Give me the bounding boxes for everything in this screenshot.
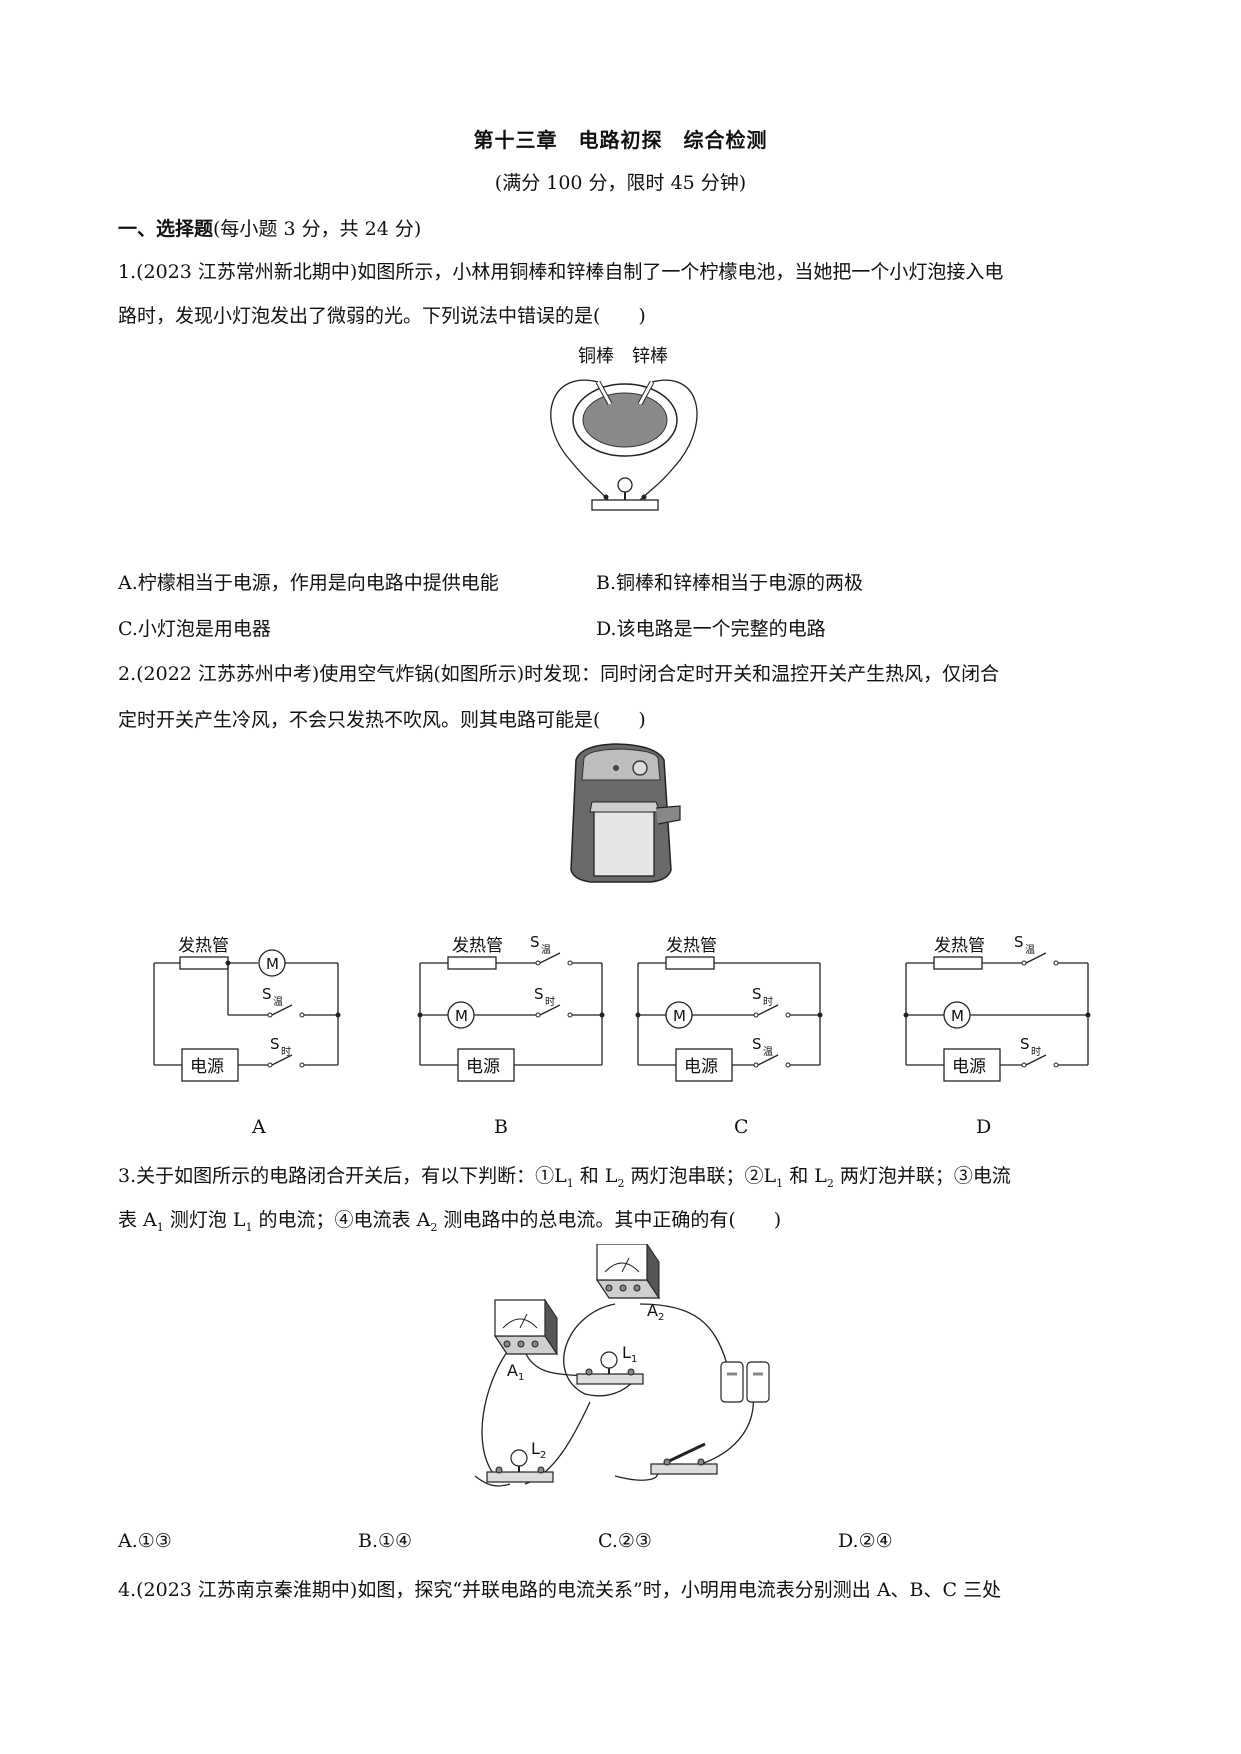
circuit-option-c: 发热管 M S 时 S 温 电源	[635, 936, 823, 1082]
q1-line2: 路时，发现小灯泡发出了微弱的光。下列说法中错误的是( )	[118, 305, 646, 327]
q3-option-d: D.②④	[838, 1530, 893, 1552]
power-label: 电源	[684, 1057, 718, 1077]
switch-sub: 时	[545, 996, 555, 1008]
power-label: 电源	[466, 1057, 500, 1077]
lamp-l2-icon	[486, 1449, 554, 1483]
heater-label: 发热管	[934, 936, 985, 956]
lamp-l1-icon	[576, 1351, 644, 1385]
wire-left	[550, 379, 609, 501]
circuit-option-b: 发热管 S 温 M S 时 电源	[417, 933, 605, 1082]
heater-label: 发热管	[666, 936, 717, 956]
battery-icon	[720, 1361, 770, 1403]
circuit-option-d: 发热管 S 温 M S 时 电源	[903, 933, 1091, 1082]
q1-option-d: D.该电路是一个完整的电路	[596, 618, 826, 640]
l2-sub: 2	[540, 1450, 546, 1461]
switch-label: S	[1014, 933, 1024, 951]
switch-label: S	[1020, 1035, 1030, 1053]
fryer-basket	[593, 805, 655, 877]
section-note: (每小题 3 分，共 24 分)	[213, 218, 422, 240]
switch-label: S	[752, 1035, 762, 1053]
knob-icon	[632, 760, 648, 776]
q2-option-a: A	[252, 1116, 266, 1138]
fryer-handle	[655, 805, 681, 825]
q3-option-b: B.①④	[358, 1530, 413, 1552]
q1-option-c: C.小灯泡是用电器	[118, 618, 271, 640]
switch-label: S	[270, 1035, 280, 1053]
switch-label: S	[752, 985, 762, 1003]
switch-sub: 时	[281, 1046, 291, 1058]
a2-sub: 2	[658, 1312, 664, 1323]
section-title: 一、选择题	[118, 218, 214, 240]
q1-line1: 1.(2023 江苏常州新北期中)如图所示，小林用铜棒和锌棒自制了一个柠檬电池，…	[118, 261, 1004, 283]
q2-option-b: B	[494, 1116, 508, 1138]
q3-option-a: A.①③	[118, 1530, 172, 1552]
motor-label: M	[455, 1007, 468, 1025]
l1-label: L	[622, 1343, 631, 1362]
q4-line1: 4.(2023 江苏南京秦淮期中)如图，探究“并联电路的电流关系”时，小明用电流…	[118, 1579, 1002, 1601]
q1-option-b: B.铜棒和锌棒相当于电源的两极	[596, 572, 864, 594]
q1-option-a: A.柠檬相当于电源，作用是向电路中提供电能	[118, 572, 499, 594]
q3-option-c: C.②③	[598, 1530, 652, 1552]
bulb-base	[591, 499, 659, 511]
ammeter-a2-icon	[595, 1244, 661, 1300]
a1-label: A	[507, 1361, 518, 1380]
q3-line2: 表 A1 测灯泡 L1 的电流；④电流表 A2 测电路中的总电流。其中正确的有(…	[118, 1209, 782, 1234]
switch-sub: 温	[1025, 944, 1035, 956]
heater-label: 发热管	[452, 936, 503, 956]
bulb-icon	[617, 477, 633, 493]
switch-label: S	[262, 985, 272, 1003]
switch-sub: 温	[273, 996, 283, 1008]
wire-right	[639, 379, 698, 501]
switch-sub: 时	[763, 996, 773, 1008]
q3-line1: 3.关于如图所示的电路闭合开关后，有以下判断：①L1 和 L2 两灯泡串联；②L…	[118, 1165, 1011, 1190]
copper-rod-label: 铜棒	[578, 346, 614, 367]
q2-line2: 定时开关产生冷风，不会只发热不吹风。则其电路可能是( )	[118, 709, 646, 731]
ammeter-circuit-figure: A 1 A 2 L 1 L 2	[474, 1244, 770, 1487]
q2-line1: 2.(2022 江苏苏州中考)使用空气炸锅(如图所示)时发现：同时闭合定时开关和…	[118, 663, 1000, 685]
l2-label: L	[531, 1439, 540, 1458]
q2-option-c: C	[734, 1116, 749, 1138]
switch-label: S	[530, 933, 540, 951]
motor-label: M	[266, 955, 279, 973]
motor-label: M	[951, 1007, 964, 1025]
power-label: 电源	[190, 1057, 224, 1077]
lemon-cut-face	[582, 392, 668, 448]
section-heading: 一、选择题(每小题 3 分，共 24 分)	[118, 214, 421, 241]
page-subtitle: (满分 100 分，限时 45 分钟)	[494, 172, 747, 194]
switch-sub: 温	[541, 944, 551, 956]
zinc-rod-label: 锌棒	[632, 346, 668, 367]
a2-label: A	[647, 1301, 658, 1320]
switch-icon	[650, 1442, 718, 1475]
circuit-option-a: 发热管 M 电源 S 温 S 时	[153, 936, 341, 1082]
power-label: 电源	[952, 1057, 986, 1077]
a1-sub: 1	[518, 1372, 524, 1383]
heater-label: 发热管	[178, 936, 229, 956]
motor-label: M	[673, 1007, 686, 1025]
switch-sub: 时	[1031, 1046, 1041, 1058]
q2-option-d: D	[976, 1116, 992, 1138]
ammeter-a1-icon	[493, 1298, 559, 1356]
l1-sub: 1	[631, 1354, 637, 1365]
page-title: 第十三章 电路初探 综合检测	[473, 128, 768, 152]
switch-label: S	[534, 985, 544, 1003]
air-fryer-figure	[570, 743, 681, 883]
switch-sub: 温	[763, 1046, 773, 1058]
lemon-battery-figure: 铜棒 锌棒	[550, 346, 698, 511]
